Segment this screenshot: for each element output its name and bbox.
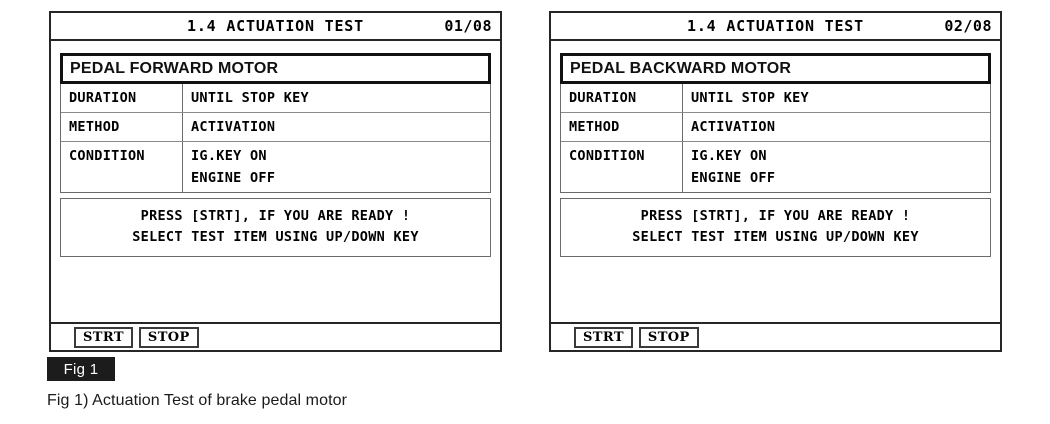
table-row: CONDITION IG.KEY ON ENGINE OFF [561, 142, 990, 192]
spec-value-condition-2: IG.KEY ON ENGINE OFF [683, 142, 990, 192]
test-item-title-1: PEDAL FORWARD MOTOR [70, 59, 279, 77]
spec-value-duration-2: UNTIL STOP KEY [691, 90, 809, 106]
test-item-title-2: PEDAL BACKWARD MOTOR [570, 59, 792, 77]
spec-table-2: DURATION UNTIL STOP KEY METHOD ACTIVATIO… [560, 84, 991, 193]
panel-header-2: 1.4 ACTUATION TEST 02/08 [551, 13, 1000, 41]
spec-key-duration-2: DURATION [561, 84, 683, 112]
message-box-1: PRESS [STRT], IF YOU ARE READY ! SELECT … [60, 198, 491, 257]
spec-value-condition-line2-2: ENGINE OFF [691, 170, 776, 186]
scanner-panel-1: 1.4 ACTUATION TEST 01/08 PEDAL FORWARD M… [49, 11, 502, 352]
panel-title-2: 1.4 ACTUATION TEST [687, 17, 864, 35]
start-button-1[interactable]: STRT [74, 326, 133, 348]
table-row: CONDITION IG.KEY ON ENGINE OFF [61, 142, 490, 192]
button-bar-2: STRT STOP [551, 322, 1000, 350]
button-bar-1: STRT STOP [51, 322, 500, 350]
panel-body-1: PEDAL FORWARD MOTOR DURATION UNTIL STOP … [51, 41, 500, 322]
message-line-2-2: SELECT TEST ITEM USING UP/DOWN KEY [632, 228, 919, 245]
spec-table-1: DURATION UNTIL STOP KEY METHOD ACTIVATIO… [60, 84, 491, 193]
panel-header-1: 1.4 ACTUATION TEST 01/08 [51, 13, 500, 41]
spec-key-method-2: METHOD [561, 113, 683, 141]
spec-key-condition-1: CONDITION [61, 142, 183, 192]
panel-body-2: PEDAL BACKWARD MOTOR DURATION UNTIL STOP… [551, 41, 1000, 322]
stop-button-2[interactable]: STOP [638, 326, 699, 348]
message-line-1-1: PRESS [STRT], IF YOU ARE READY ! [140, 208, 411, 224]
spec-key-condition-2: CONDITION [561, 142, 683, 192]
message-line-1-2: PRESS [STRT], IF YOU ARE READY ! [640, 208, 911, 224]
spec-key-duration-1: DURATION [61, 84, 183, 112]
spec-value-condition-line1-1: IG.KEY ON [191, 148, 267, 164]
table-row: DURATION UNTIL STOP KEY [561, 84, 990, 113]
test-item-title-box-2: PEDAL BACKWARD MOTOR [560, 53, 991, 84]
table-row: METHOD ACTIVATION [561, 113, 990, 142]
figure-tag: Fig 1 [47, 357, 115, 381]
scanner-panel-2: 1.4 ACTUATION TEST 02/08 PEDAL BACKWARD … [549, 11, 1002, 352]
spec-value-method-1: ACTIVATION [191, 119, 276, 135]
figure-caption: Fig 1) Actuation Test of brake pedal mot… [47, 392, 348, 409]
spec-key-method-1: METHOD [61, 113, 183, 141]
table-row: METHOD ACTIVATION [61, 113, 490, 142]
panel-title-1: 1.4 ACTUATION TEST [187, 17, 364, 35]
spec-value-condition-1: IG.KEY ON ENGINE OFF [183, 142, 490, 192]
spec-value-condition-line2-1: ENGINE OFF [191, 170, 276, 186]
message-box-2: PRESS [STRT], IF YOU ARE READY ! SELECT … [560, 198, 991, 257]
panel-page-indicator-1: 01/08 [444, 17, 492, 35]
table-row: DURATION UNTIL STOP KEY [61, 84, 490, 113]
spec-value-duration-1: UNTIL STOP KEY [191, 90, 309, 106]
start-button-2[interactable]: STRT [574, 326, 633, 348]
test-item-title-box-1: PEDAL FORWARD MOTOR [60, 53, 491, 84]
spec-value-method-2: ACTIVATION [691, 119, 776, 135]
stop-button-1[interactable]: STOP [138, 326, 199, 348]
message-line-2-1: SELECT TEST ITEM USING UP/DOWN KEY [132, 228, 419, 245]
spec-value-condition-line1-2: IG.KEY ON [691, 148, 767, 164]
panel-page-indicator-2: 02/08 [944, 17, 992, 35]
